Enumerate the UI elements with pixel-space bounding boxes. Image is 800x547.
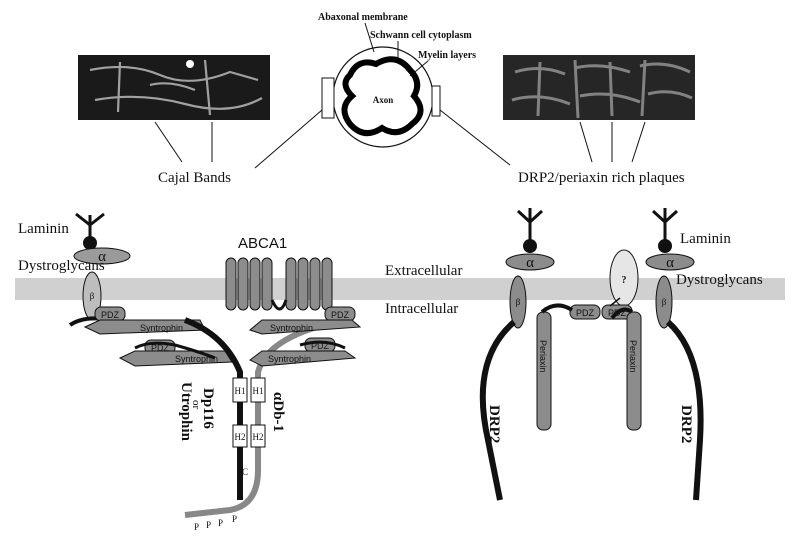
dp116-label-group: Dp116: [200, 388, 216, 429]
phospho-2: P: [206, 520, 211, 530]
left-alpha-label: α: [98, 249, 106, 265]
right-beta-label-1: β: [516, 297, 521, 307]
dp116-c-label: C: [242, 467, 248, 477]
right-beta-dg-1: [509, 275, 527, 329]
or-label: or: [190, 400, 202, 410]
unknown-protein-label: ?: [622, 275, 627, 286]
right-pdz-2: PDZ: [311, 341, 330, 351]
left-syntrophin-1: Syntrophin: [140, 323, 183, 333]
right-alpha-label-1: α: [526, 255, 534, 271]
left-dystroglycans-label: Dystroglycans: [18, 258, 105, 274]
right-alpha-dg-1: [505, 253, 555, 271]
dp116-h1-label: H1: [235, 386, 246, 396]
right-laminin-label: Laminin: [680, 231, 731, 247]
left-syntrophin-cluster: [68, 306, 233, 367]
intracellular-label: Intracellular: [385, 301, 458, 317]
abca1-transporter: [225, 257, 333, 311]
right-beta-dg-2: [655, 275, 673, 329]
left-alpha-dystroglycan: [73, 247, 131, 265]
periaxin-label-1: Periaxin: [538, 340, 548, 373]
dp116-stem: [183, 317, 243, 500]
periaxin-label-group-1: Periaxin: [538, 340, 548, 373]
periaxin-label-group-2: Periaxin: [628, 340, 638, 373]
dp116-h1-box: [232, 377, 248, 403]
left-pdz-2: PDZ: [151, 343, 170, 353]
right-beta-label-2: β: [662, 297, 667, 307]
periaxin-rod-2: [626, 311, 642, 431]
left-beta-label: β: [90, 291, 95, 301]
micrograph-cajal: [78, 55, 270, 120]
adb1-h1-label: H1: [253, 386, 264, 396]
drp2-left-chain: [479, 319, 516, 501]
periaxin-pdz-1: [569, 304, 601, 320]
right-syntrophin-cluster: [248, 306, 362, 367]
right-laminin-icon-1: [516, 208, 544, 253]
cajal-bands-label: Cajal Bands: [158, 170, 231, 186]
left-pdz-1: PDZ: [101, 310, 120, 320]
abca1-label: ABCA1: [238, 235, 287, 252]
dp116-h2-label: H2: [235, 432, 246, 442]
phospho-sites: P P P P: [194, 514, 237, 532]
drp2-right-chain: [665, 319, 704, 501]
left-laminin-label: Laminin: [18, 221, 69, 237]
dp116-h2-box: [232, 424, 248, 448]
micrograph-plaques: [503, 55, 695, 120]
utrophin-label: Utrophin: [178, 382, 194, 442]
right-pdz-label-1: PDZ: [576, 308, 595, 318]
left-syntrophin-2: Syntrophin: [175, 354, 218, 364]
adb1-label-group: αDb-1: [270, 392, 286, 432]
schwann-cytoplasm-label: Schwann cell cytoplasm: [370, 30, 472, 41]
adb1-h2-box: [250, 424, 266, 448]
axon-label: Axon: [373, 95, 394, 105]
phospho-3: P: [218, 518, 223, 528]
left-laminin-icon: [75, 212, 105, 250]
right-dystroglycans-label: Dystroglycans: [676, 272, 763, 288]
dp116-label: Dp116: [200, 388, 216, 429]
right-syntrophin-1: Syntrophin: [270, 323, 313, 333]
right-alpha-dg-2: [645, 253, 695, 271]
myelin-layers-label: Myelin layers: [418, 50, 476, 61]
utrophin-label-group: Utrophin: [178, 382, 194, 442]
extracellular-label: Extracellular: [385, 263, 462, 279]
drp2-label-group-1: DRP2: [486, 405, 502, 443]
right-alpha-label-2: α: [666, 255, 674, 271]
top-leader-lines: [154, 22, 646, 169]
drp2-label-group-2: DRP2: [678, 405, 694, 443]
adb1-h2-label: H2: [253, 432, 264, 442]
plasma-membrane: [15, 278, 785, 300]
drp2-plaques-label: DRP2/periaxin rich plaques: [518, 170, 685, 186]
periaxin-label-2: Periaxin: [628, 340, 638, 373]
adb1-h1-box: [250, 377, 266, 403]
right-syntrophin-2: Syntrophin: [268, 354, 311, 364]
drp2-label-1: DRP2: [486, 405, 502, 443]
adb1-label: αDb-1: [270, 392, 286, 432]
or-label-group: or: [190, 400, 202, 410]
phospho-1: P: [194, 522, 199, 532]
abaxonal-membrane-label: Abaxonal membrane: [318, 12, 408, 23]
nerve-cross-section: [321, 46, 441, 148]
unknown-to-pdz-line: [609, 297, 621, 307]
right-laminin-icon-2: [651, 208, 679, 253]
phospho-4: P: [232, 514, 237, 524]
drp2-label-2: DRP2: [678, 405, 694, 443]
right-pdz-1: PDZ: [331, 310, 350, 320]
